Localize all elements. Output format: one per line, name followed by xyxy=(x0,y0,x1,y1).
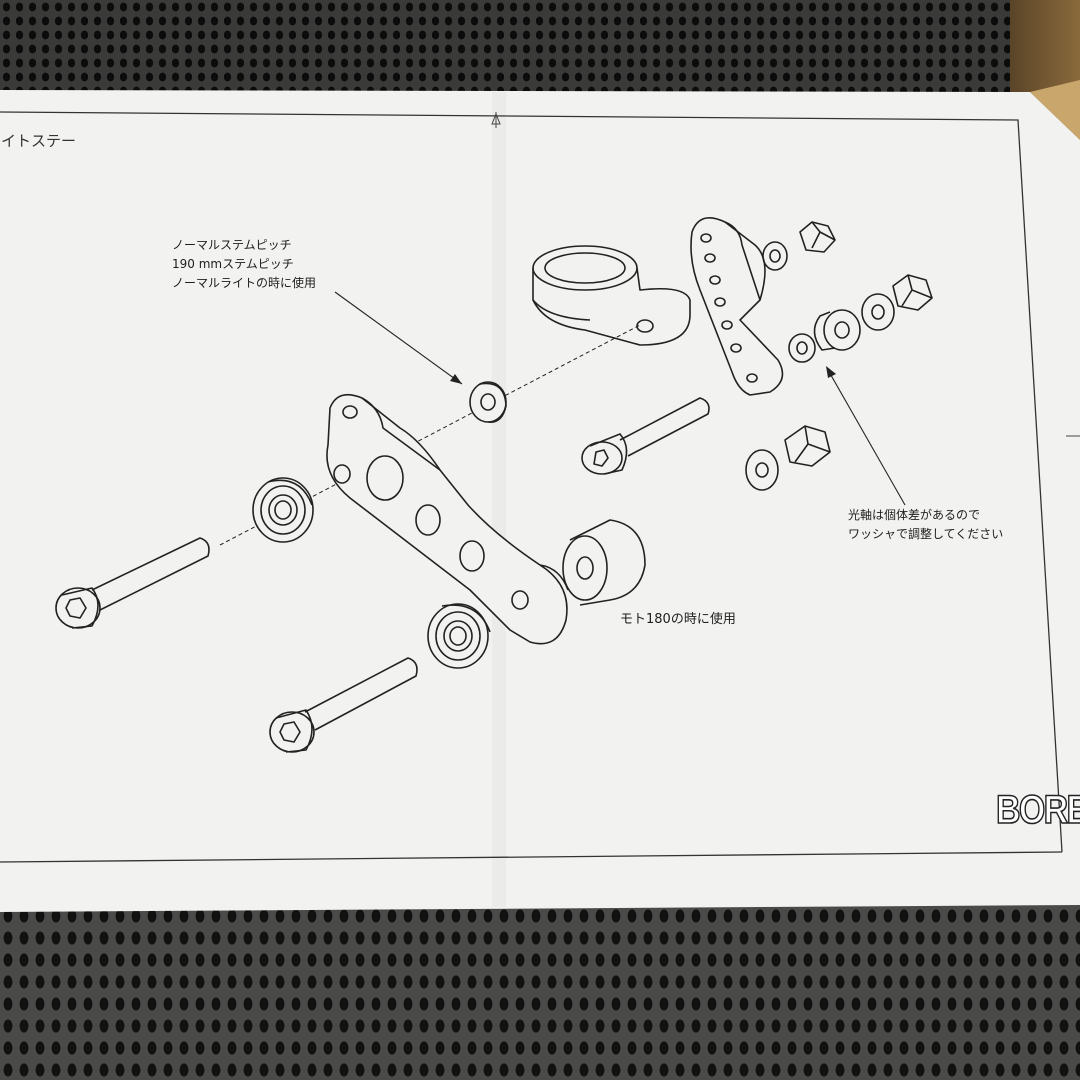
callout-washer-note: ノーマルステムピッチ 190 mmステムピッチ ノーマルライトの時に使用 xyxy=(172,236,316,293)
mesh-mat-bottom xyxy=(0,905,1080,1080)
callout-washer-line3: ノーマルライトの時に使用 xyxy=(172,276,317,290)
page-title: ライトステー xyxy=(0,132,77,150)
callout-axis-note: 光軸は個体差があるので ワッシャで調整してください xyxy=(848,506,1003,544)
long-bolt-upper xyxy=(55,537,210,629)
paper-sheet xyxy=(0,90,1080,912)
sheet-border xyxy=(0,111,1063,853)
upper-bolt xyxy=(581,397,710,475)
rubber-bush-upper xyxy=(252,477,314,543)
callout-arrow-axis xyxy=(827,369,906,506)
callout-washer-line1: ノーマルステムピッチ xyxy=(172,238,292,252)
callout-axis-line2: ワッシャで調整してください xyxy=(848,527,1004,541)
brand-logo: BORE xyxy=(995,787,1080,833)
callout-spacer-note: モト180の時に使用 xyxy=(620,612,736,627)
callout-washer-line2: 190 mmステムピッチ xyxy=(172,257,294,271)
long-bolt-lower xyxy=(269,657,418,753)
rubber-bush-lower xyxy=(427,603,491,669)
upper-bracket-plate xyxy=(690,216,784,396)
paper-fold xyxy=(492,92,506,907)
stem-clamp xyxy=(532,245,691,346)
callout-axis-line1: 光軸は個体差があるので xyxy=(848,508,981,522)
main-bracket-plate xyxy=(326,393,569,645)
spacer-cylinder xyxy=(562,519,646,606)
callout-arrow-washer xyxy=(334,291,463,385)
washer-nut-group xyxy=(745,221,933,491)
stem-washer xyxy=(469,381,507,423)
